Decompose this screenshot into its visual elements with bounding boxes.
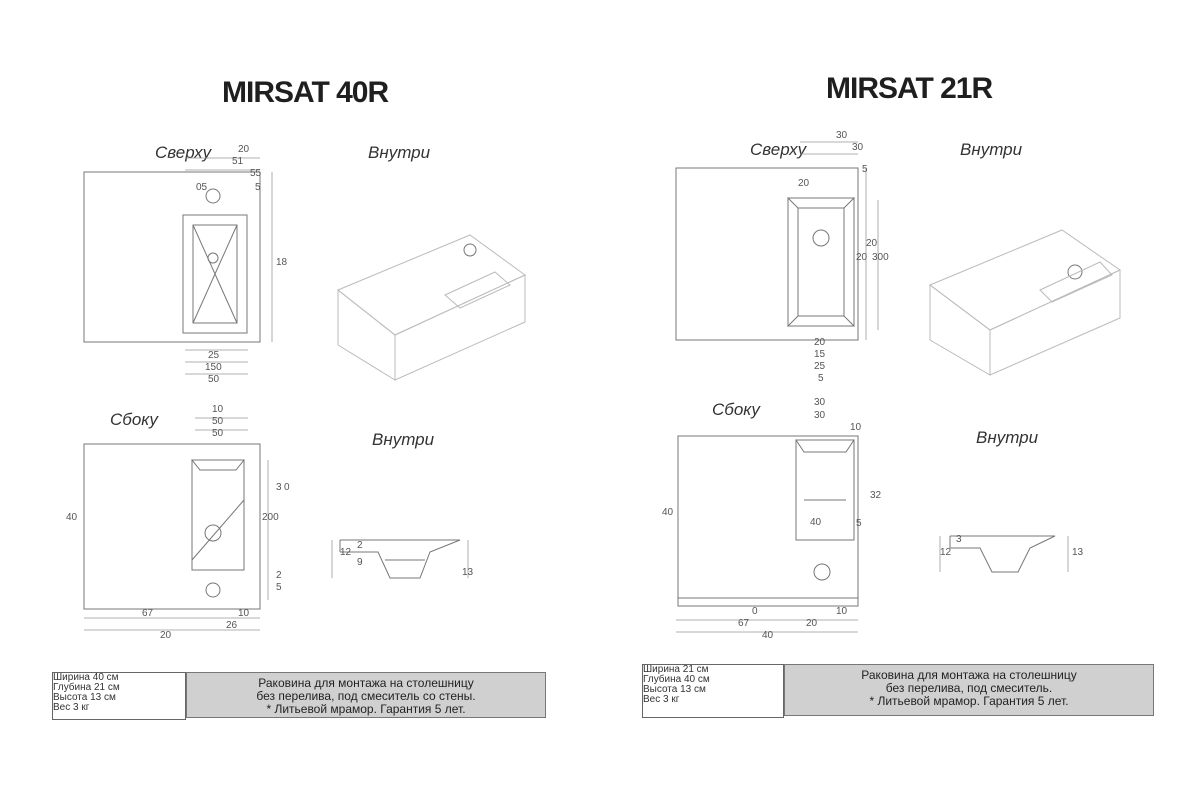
dim-top-bottom-3: 50 — [208, 374, 220, 385]
dim-top-width-1: 20 — [238, 144, 250, 155]
dim-front-bottom-2: 10 — [238, 608, 250, 619]
notes-box: Раковина для монтажа на столешницу без п… — [186, 672, 546, 718]
dim-front-left-height: 40 — [662, 507, 674, 518]
dim-front-bottom-total: 20 — [160, 630, 172, 641]
dim-front-height-5: 5 — [276, 582, 282, 593]
view-label-front: Сбоку — [712, 400, 760, 419]
dim-front-height-3: 200 — [262, 512, 279, 523]
side-view-drawing — [949, 535, 1056, 573]
dim-front-height-1: 3 — [276, 482, 282, 493]
dim-front-height-2: 0 — [284, 482, 290, 493]
dim-top-width-3: 5 — [862, 164, 868, 175]
isometric-view-drawing — [929, 229, 1122, 376]
top-view-drawing — [83, 171, 261, 343]
view-label-top: Сверху — [155, 143, 212, 162]
product-title: MIRSAT 40R — [222, 76, 389, 109]
spec-row: Вес 3 кг — [53, 702, 90, 713]
spec-row: Высота 13 см — [53, 692, 116, 703]
product-sheet-left: MIRSAT 40R Сверху Внутри Сбоку Внутри — [52, 76, 546, 720]
dim-top-bottom-1: 25 — [208, 350, 220, 361]
dim-side-left-1: 12 — [940, 547, 952, 558]
dim-front-height-1: 32 — [870, 490, 882, 501]
spec-row: Ширина 21 см — [643, 664, 709, 675]
note-line: без перелива, под смеситель. — [885, 681, 1053, 695]
dim-side-left-1: 12 — [340, 547, 352, 558]
dimension-lines-right: 30 30 5 20 20 20 300 20 15 25 5 30 30 10… — [662, 130, 1084, 641]
dim-top-height-2: 20 — [856, 252, 868, 263]
dim-front-height-4: 2 — [276, 570, 282, 581]
dim-front-bottom-4: 10 — [836, 606, 848, 617]
note-line: Раковина для монтажа на столешницу — [861, 668, 1077, 682]
view-label-top: Сверху — [750, 140, 807, 159]
dim-top-inner-left: 05 — [196, 182, 208, 193]
view-label-iso: Внутри — [960, 140, 1023, 159]
dim-mid-2: 15 — [814, 349, 826, 360]
product-sheet-right: MIRSAT 21R Сверху Внутри Сбоку Внутри — [600, 0, 1200, 800]
view-label-front: Сбоку — [110, 410, 158, 429]
dim-top-height: 18 — [276, 257, 288, 268]
note-line: без перелива, под смеситель со стены. — [256, 689, 476, 703]
spec-box: Ширина 21 см Глубина 40 см Высота 13 см … — [642, 664, 784, 718]
spec-box: Ширина 40 см Глубина 21 см Высота 13 см … — [52, 672, 186, 720]
dim-top-width-2: 30 — [852, 142, 864, 153]
note-line: * Литьевой мрамор. Гарантия 5 лет. — [266, 702, 466, 716]
dim-mid-1: 20 — [814, 337, 826, 348]
dim-mid-4: 5 — [818, 373, 824, 384]
dim-front-bottom-3: 26 — [226, 620, 238, 631]
spec-row: Глубина 40 см — [643, 674, 710, 685]
view-label-side: Внутри — [976, 428, 1039, 447]
note-line: * Литьевой мрамор. Гарантия 5 лет. — [869, 694, 1069, 708]
front-view-drawing — [83, 443, 261, 610]
isometric-view-drawing — [337, 234, 526, 381]
dim-mid-6: 30 — [814, 410, 826, 421]
dim-side-right: 13 — [1072, 547, 1084, 558]
dim-front-height-2: 5 — [856, 518, 862, 529]
dim-front-bottom-1: 0 — [752, 606, 758, 617]
dim-front-inner: 40 — [810, 517, 822, 528]
dim-front-left-height: 40 — [66, 512, 78, 523]
dim-top-width-1: 30 — [836, 130, 848, 141]
view-label-side: Внутри — [372, 430, 435, 449]
dim-front-top-2: 50 — [212, 416, 224, 427]
dim-front-bottom-total: 40 — [762, 630, 774, 641]
technical-drawing-left: 20 51 55 05 5 18 25 150 50 10 50 50 3 0 … — [66, 144, 526, 641]
dim-top-width-2: 51 — [232, 156, 244, 167]
top-view-drawing — [675, 167, 859, 341]
product-title: MIRSAT 21R — [826, 72, 993, 105]
spec-row: Ширина 40 см — [53, 672, 119, 683]
dim-side-left-2: 3 — [956, 534, 962, 545]
dim-top-bottom-2: 150 — [205, 362, 222, 373]
dim-mid-5: 30 — [814, 397, 826, 408]
dim-side-left-2: 9 — [357, 557, 363, 568]
notes-box: Раковина для монтажа на столешницу без п… — [784, 664, 1154, 716]
dim-top-inner-right: 5 — [255, 182, 261, 193]
dim-top-width-3: 55 — [250, 168, 262, 179]
dim-front-top-1: 10 — [212, 404, 224, 415]
dim-side-right: 13 — [462, 567, 474, 578]
technical-drawing-right: 30 30 5 20 20 20 300 20 15 25 5 30 30 10… — [662, 130, 1122, 641]
dim-side-left-3: 2 — [357, 540, 363, 551]
note-line: Раковина для монтажа на столешницу — [258, 676, 474, 690]
dim-front-bottom-1: 67 — [142, 608, 154, 619]
spec-row: Высота 13 см — [643, 684, 706, 695]
dim-front-bottom-3: 20 — [806, 618, 818, 629]
dim-front-bottom-2: 67 — [738, 618, 750, 629]
dim-top-height-3: 300 — [872, 252, 889, 263]
spec-row: Вес 3 кг — [643, 694, 680, 705]
dim-top-inner: 20 — [798, 178, 810, 189]
view-label-iso: Внутри — [368, 143, 431, 162]
dimension-lines-left: 20 51 55 05 5 18 25 150 50 10 50 50 3 0 … — [66, 144, 474, 641]
dim-mid-7: 10 — [850, 422, 862, 433]
spec-row: Глубина 21 см — [53, 682, 120, 693]
dim-mid-3: 25 — [814, 361, 826, 372]
dim-front-top-3: 50 — [212, 428, 224, 439]
front-view-drawing — [677, 435, 859, 607]
dim-top-height-1: 20 — [866, 238, 878, 249]
side-view-drawing — [339, 539, 461, 579]
